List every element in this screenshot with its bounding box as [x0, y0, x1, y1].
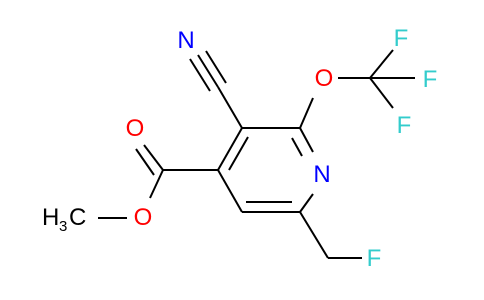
- bond-c3-cn: [217, 86, 243, 129]
- bond-c4-c3-inner: [228, 136, 249, 171]
- f3-label: F: [397, 112, 412, 139]
- bond-c6-ch2: [299, 211, 329, 259]
- bond-c5-c4: [217, 169, 243, 213]
- f2-label: F: [423, 66, 438, 93]
- methyl-subscript: 3: [59, 218, 67, 235]
- methyl-c-label: C: [69, 204, 86, 231]
- carbonyl-o-label: O: [126, 115, 145, 142]
- fluoromethyl-f-label: F: [367, 245, 382, 272]
- bond-c4-c3: [217, 127, 243, 171]
- bond-cn-triple-2: [205, 50, 227, 84]
- bond-cn-triple-3: [189, 58, 211, 92]
- bond-cf3-f1: [369, 49, 394, 79]
- ring-n-label: N: [313, 161, 330, 188]
- bond-cf3-f3: [369, 77, 394, 109]
- bond-ccoo-oc: [143, 144, 164, 171]
- bond-c2-n-inner: [291, 137, 303, 157]
- bond-cn-triple-1: [197, 54, 219, 88]
- bond-ccoo-oe: [149, 169, 164, 199]
- ether-o-label: O: [315, 65, 334, 92]
- f1-label: F: [394, 25, 409, 52]
- ester-o-label: O: [134, 204, 153, 231]
- bond-ccoo-oc-2: [135, 148, 155, 176]
- bond-n-c6: [299, 193, 314, 213]
- methyl-h-label: H: [42, 204, 59, 231]
- nitrile-n-label: N: [177, 27, 194, 54]
- bond-c2-n: [299, 127, 314, 153]
- bond-c2-o: [299, 97, 314, 129]
